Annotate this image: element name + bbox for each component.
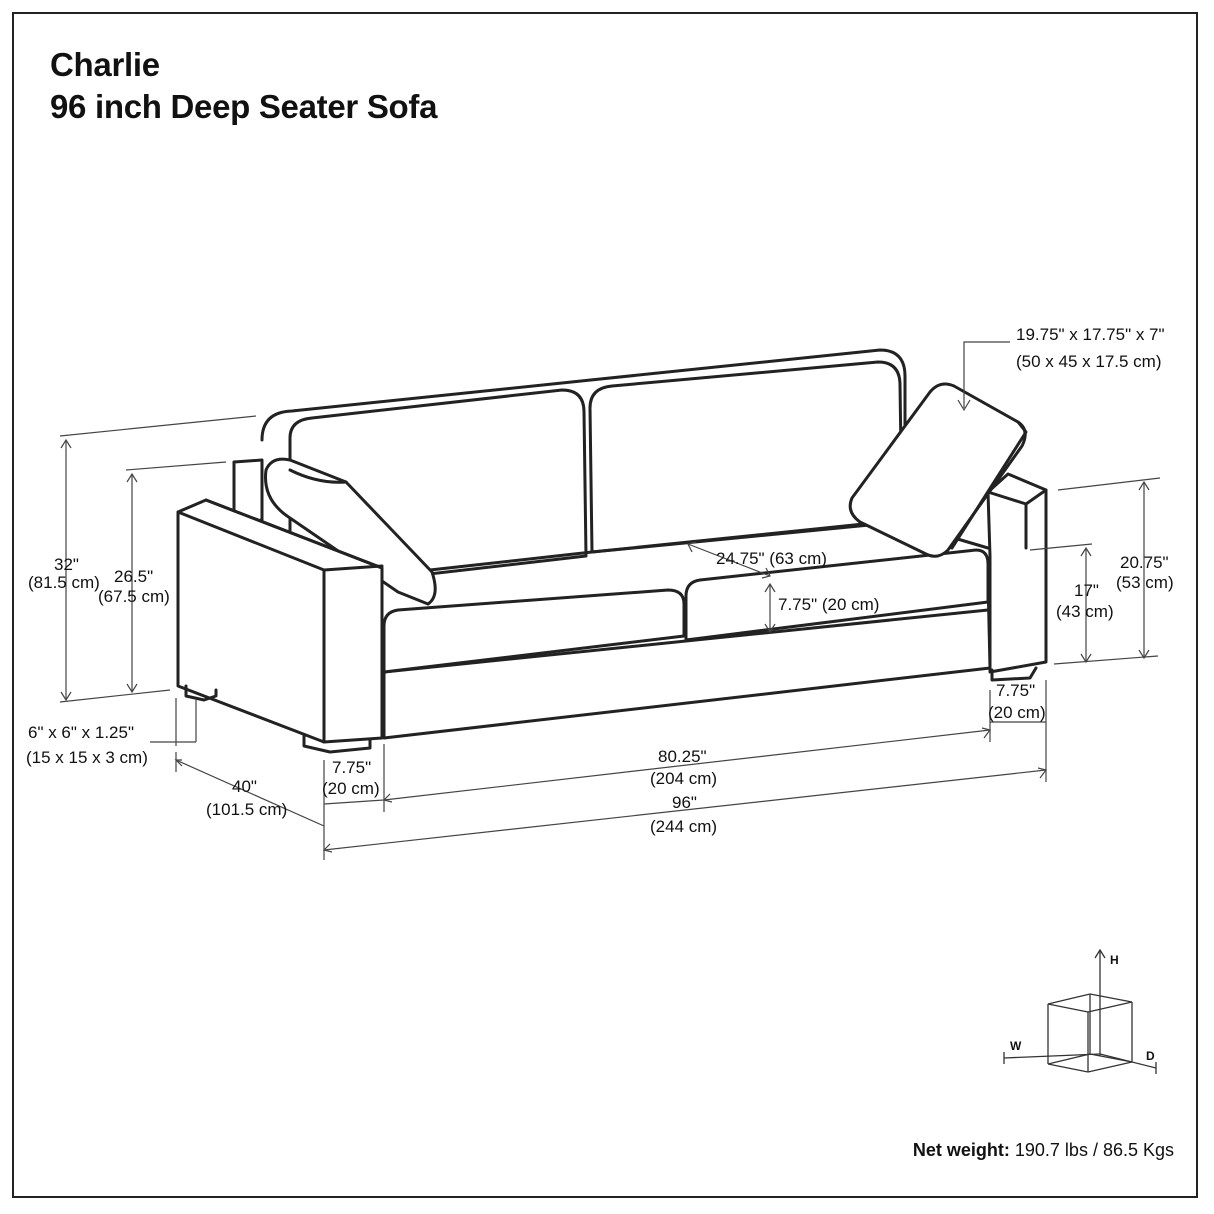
net-weight-label: Net weight: xyxy=(912,1140,1010,1160)
page-frame xyxy=(12,12,1198,1198)
arm-height-in: 20.75" xyxy=(1120,553,1169,572)
leg-front-left xyxy=(302,734,372,754)
depth-cm: (101.5 cm) xyxy=(206,800,287,819)
axis-w-label: W xyxy=(1010,1039,1022,1053)
product-title: Charlie 96 inch Deep Seater Sofa xyxy=(50,44,437,128)
arm-width-right-cm: (20 cm) xyxy=(988,703,1046,722)
arm-height-cm: (53 cm) xyxy=(1116,573,1174,592)
leg-dim-in: 6" x 6" x 1.25" xyxy=(28,723,134,742)
sofa-back-frame xyxy=(260,348,907,482)
seat-cushion-right xyxy=(684,548,990,642)
leg-right xyxy=(990,666,1038,682)
axis-h-label: H xyxy=(1110,953,1119,967)
overall-height-in: 32" xyxy=(54,555,79,574)
back-height-in: 26.5" xyxy=(114,567,153,586)
sofa-illustration xyxy=(176,348,1048,754)
left-arm-back xyxy=(232,458,264,526)
pillow-dim-cm: (50 x 45 x 17.5 cm) xyxy=(1016,352,1162,371)
axis-cube xyxy=(1003,948,1157,1074)
axis-d-label: D xyxy=(1146,1049,1155,1063)
overall-width-cm: (244 cm) xyxy=(650,817,717,836)
seat-width-cm: (204 cm) xyxy=(650,769,717,788)
seat-height-in: 17" xyxy=(1074,581,1099,600)
pillow-dim-in: 19.75" x 17.75" x 7" xyxy=(1016,325,1165,344)
leg-side-left xyxy=(184,684,218,702)
seat-cushion-left xyxy=(382,588,686,674)
right-arm xyxy=(986,472,1048,674)
pillow-right xyxy=(848,382,1027,558)
leg-dim-cm: (15 x 15 x 3 cm) xyxy=(26,748,148,767)
seat-height-cm: (43 cm) xyxy=(1056,602,1114,621)
arm-width-left-cm: (20 cm) xyxy=(322,779,380,798)
dimension-lines xyxy=(59,341,1161,860)
product-subtitle: 96 inch Deep Seater Sofa xyxy=(50,88,438,125)
depth-in: 40" xyxy=(232,777,257,796)
seat-depth-label: 24.75" (63 cm) xyxy=(716,549,827,568)
overall-height-cm: (81.5 cm) xyxy=(28,573,100,592)
cushion-thickness-label: 7.75" (20 cm) xyxy=(778,595,879,614)
arm-width-right-in: 7.75" xyxy=(996,681,1035,700)
overall-width-in: 96" xyxy=(672,793,697,812)
product-name: Charlie xyxy=(50,46,160,83)
seat-width-in: 80.25" xyxy=(658,747,707,766)
back-height-cm: (67.5 cm) xyxy=(98,587,170,606)
net-weight: Net weight: 190.7 lbs / 86.5 Kgs xyxy=(913,1140,1174,1161)
dimension-labels: 19.75" x 17.75" x 7" (50 x 45 x 17.5 cm)… xyxy=(26,325,1174,836)
back-cushion-right xyxy=(588,360,904,554)
pillow-left xyxy=(264,457,437,606)
net-weight-value: 190.7 lbs / 86.5 Kgs xyxy=(1009,1140,1174,1160)
arm-width-left-in: 7.75" xyxy=(332,758,371,777)
